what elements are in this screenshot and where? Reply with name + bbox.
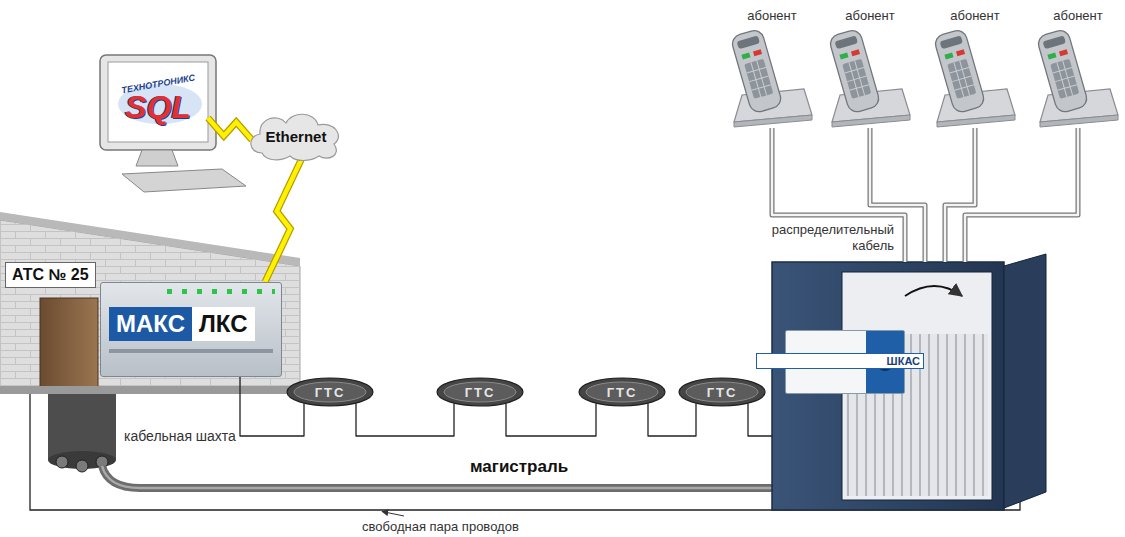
manhole: ГТС (678, 377, 766, 407)
cabinet (772, 254, 1046, 510)
computer (100, 55, 246, 192)
connector-stroke (265, 158, 302, 282)
label-text: свободная пара проводов (360, 519, 521, 534)
trunk-cable-highlight (102, 466, 772, 488)
line-wire (648, 403, 696, 436)
subscriber-phone: абонент (935, 6, 1015, 128)
node-text: распределительный кабель (734, 222, 894, 255)
node-text: Ethernet (266, 128, 327, 145)
monitor-stand (136, 150, 178, 166)
monitor-frame (100, 55, 216, 150)
manhole: ГТС (436, 377, 524, 407)
label-text: магистраль (470, 457, 568, 476)
manhole: ГТС (578, 377, 666, 407)
trunk-cable (102, 466, 772, 488)
node-text: ГТС (607, 385, 638, 400)
node-text: ГТС (707, 385, 738, 400)
connector-stroke (356, 403, 454, 436)
manhole-cover (437, 378, 523, 406)
node-text: абонент (845, 8, 894, 23)
lightning-link (265, 158, 302, 282)
control-device: ШКАС (785, 330, 905, 394)
shaft-body (48, 394, 116, 460)
line-wire (506, 403, 596, 436)
subscriber-phone: абонент (830, 6, 910, 128)
roof-edge (0, 212, 300, 266)
door (40, 298, 98, 388)
phone (1036, 28, 1118, 127)
manhole-cover (287, 378, 373, 406)
label-text: АТС № 25 (5, 262, 96, 288)
connector-stroke (208, 118, 252, 140)
connector-stroke (945, 128, 975, 262)
phone (828, 28, 910, 127)
manhole-ring (686, 382, 758, 402)
distribution-cabinet: ШКАСраспределительный кабель (772, 262, 1004, 510)
manhole-cover (579, 378, 665, 406)
manhole: ГТС (286, 377, 374, 407)
building-wall (0, 220, 300, 388)
distribution-cable (965, 128, 1078, 262)
monitor-screen (108, 62, 208, 142)
network-cloud: Ethernet (246, 110, 346, 162)
connector-stroke (945, 128, 975, 262)
node-text: абонент (950, 8, 999, 23)
node-text: абонент (1053, 8, 1102, 23)
manhole-ring (586, 382, 658, 402)
node-text: МАКС (109, 307, 192, 341)
brick-texture (0, 220, 300, 388)
node-text: абонент (747, 8, 796, 23)
phone (730, 28, 812, 127)
connector-stroke (265, 158, 302, 282)
distribution-cable (945, 128, 975, 262)
ledge (0, 386, 300, 394)
connector-stroke (748, 403, 772, 436)
cloud-outline (251, 114, 339, 160)
node-text: ГТС (465, 385, 496, 400)
duct (56, 456, 68, 468)
cable-shaft (48, 394, 116, 472)
trunk-label: магистраль (470, 457, 568, 477)
line-wire (356, 403, 454, 436)
connector-stroke (965, 128, 1078, 262)
building-sign: АТС № 25 (5, 262, 96, 288)
manhole-cover (679, 378, 765, 406)
leader-line (382, 512, 404, 517)
duct (76, 460, 88, 472)
cabinet-body (772, 262, 1004, 510)
keyboard (122, 169, 246, 192)
node-text: ЛКС (192, 307, 255, 341)
node-text: SQL (125, 89, 191, 126)
exchange-building (0, 212, 300, 394)
connector-stroke (208, 118, 252, 140)
connector-stroke (648, 403, 696, 436)
line-wire (748, 403, 772, 436)
node-text: ШКАС (756, 353, 924, 369)
connector-stroke (965, 128, 1078, 262)
cabinet-door (1004, 254, 1046, 508)
subscriber-phone: абонент (1038, 6, 1118, 128)
monitor-screen-node: ТЕХНОТРОНИКСSQL (108, 62, 208, 142)
lightning-link (208, 118, 252, 140)
manhole-ring (444, 382, 516, 402)
connector-stroke (506, 403, 596, 436)
subscriber-phone: абонент (732, 6, 812, 128)
label-text: кабельная шахта (122, 428, 238, 444)
free-pair-label: свободная пара проводов (360, 517, 521, 535)
node-text: ГТС (315, 385, 346, 400)
phone (933, 28, 1015, 127)
monitoring-module: МАКСЛКС (100, 282, 282, 377)
manhole-ring (294, 382, 366, 402)
rotation-arrow (905, 286, 962, 296)
shaft-label: кабельная шахта (122, 427, 238, 445)
